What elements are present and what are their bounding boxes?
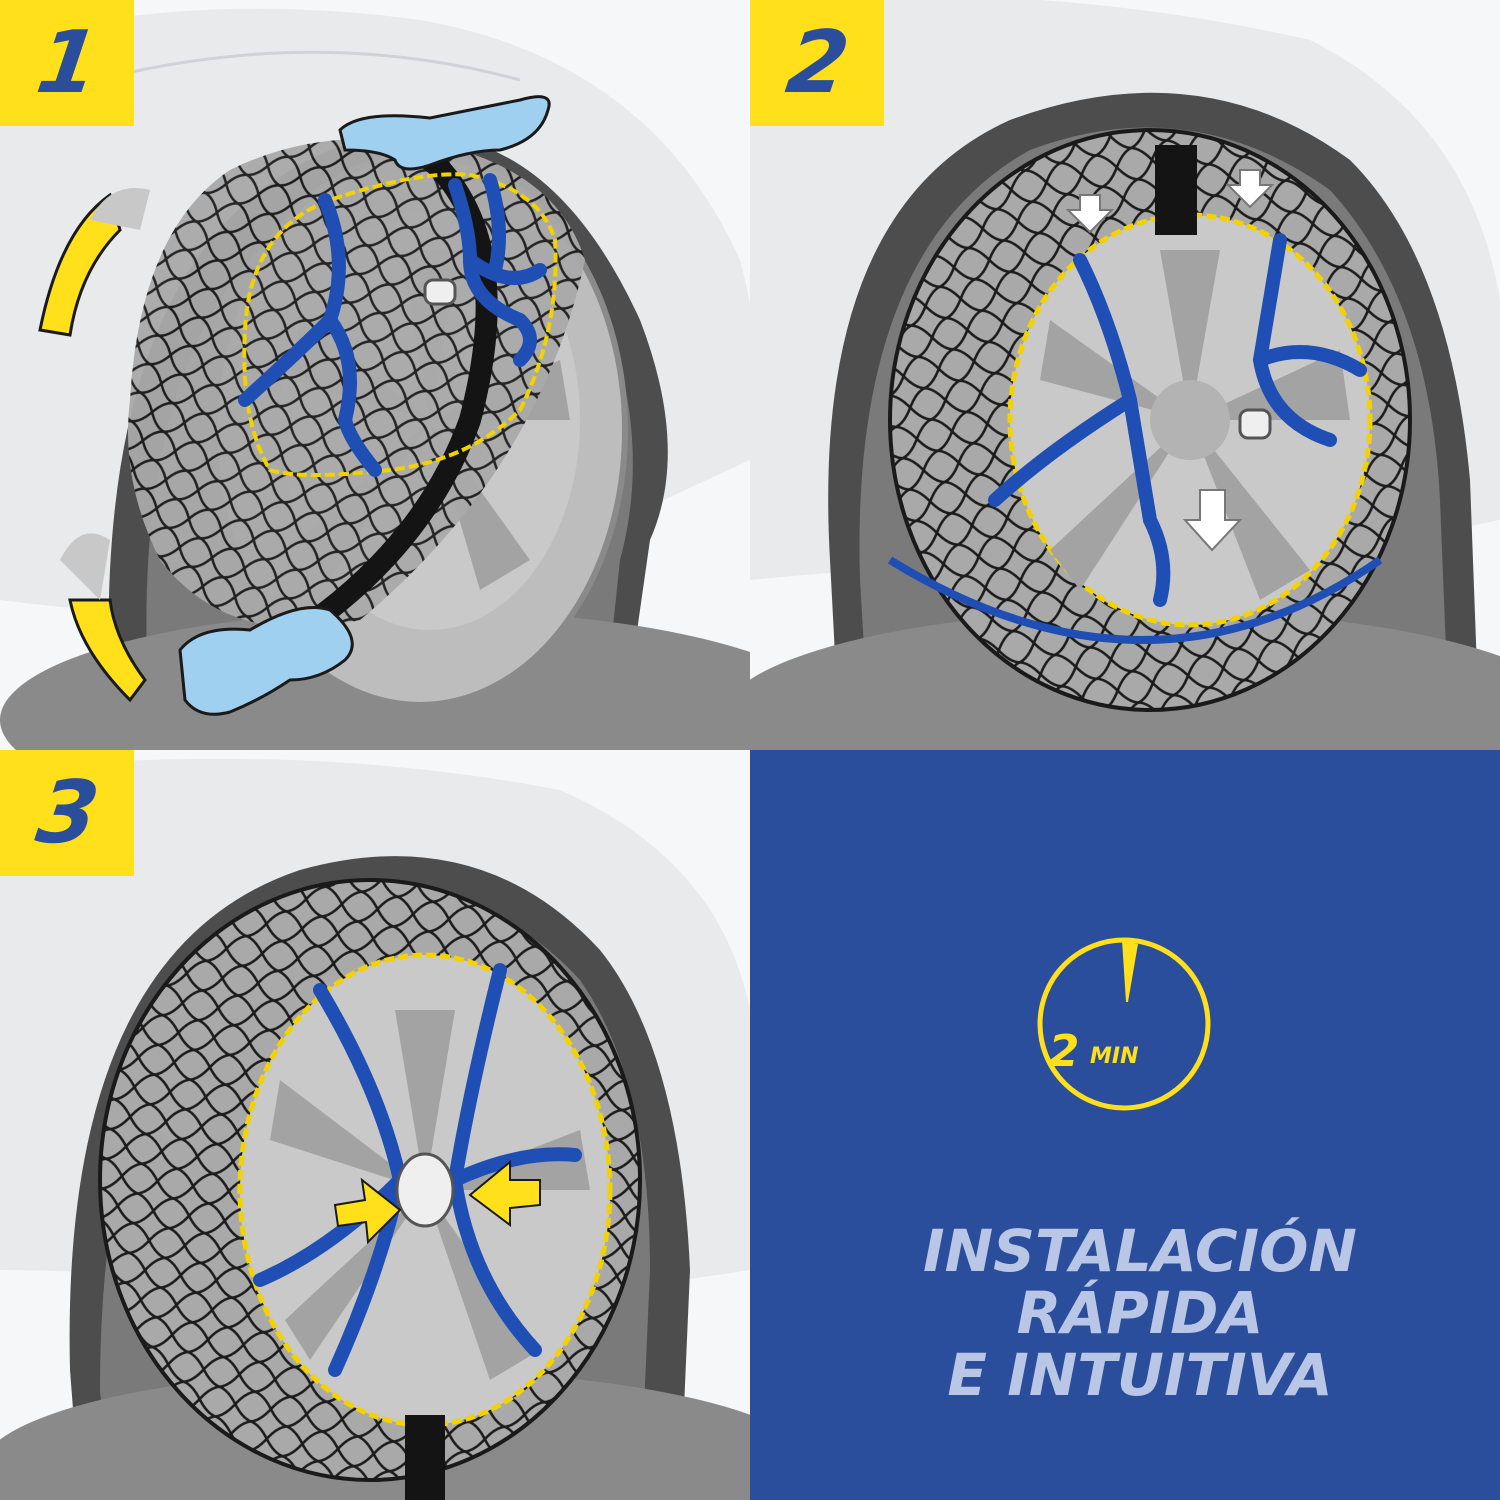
arrow-icon bbox=[1182, 489, 1243, 552]
step-number-badge: 2 bbox=[750, 0, 884, 126]
headline-line-2: RÁPIDA bbox=[1016, 1279, 1264, 1347]
glove-icon bbox=[338, 95, 551, 171]
step-1-illustration bbox=[0, 0, 750, 750]
step-number-badge: 1 bbox=[0, 0, 134, 126]
step-2-panel: 2 bbox=[750, 0, 1500, 750]
headline-line-1: INSTALACIÓN bbox=[923, 1217, 1357, 1285]
step-3-panel: 3 bbox=[0, 750, 750, 1500]
step-2-illustration bbox=[750, 0, 1500, 750]
step-number: 3 bbox=[31, 763, 103, 863]
summary-panel: 2 MIN INSTALACIÓN RÁPIDA E INTUITIVA bbox=[750, 750, 1500, 1500]
arrow-icon bbox=[468, 1159, 541, 1227]
step-3-illustration bbox=[0, 750, 750, 1500]
glove-icon bbox=[178, 606, 354, 716]
timer-unit: MIN bbox=[1090, 1044, 1139, 1069]
arrow-icon bbox=[38, 188, 150, 337]
timer-value: 2 bbox=[1048, 1026, 1080, 1077]
headline: INSTALACIÓN RÁPIDA E INTUITIVA bbox=[900, 1220, 1380, 1406]
step-number-badge: 3 bbox=[0, 750, 134, 876]
arrow-icon bbox=[1225, 169, 1275, 209]
arrow-icon bbox=[333, 1177, 402, 1245]
timer-icon bbox=[1037, 937, 1211, 1111]
arrow-icon bbox=[1065, 194, 1115, 234]
step-number: 1 bbox=[31, 13, 103, 113]
step-1-panel: 1 bbox=[0, 0, 750, 750]
headline-line-3: E INTUITIVA bbox=[947, 1341, 1333, 1409]
arrow-icon bbox=[60, 533, 147, 703]
step-number: 2 bbox=[781, 13, 853, 113]
